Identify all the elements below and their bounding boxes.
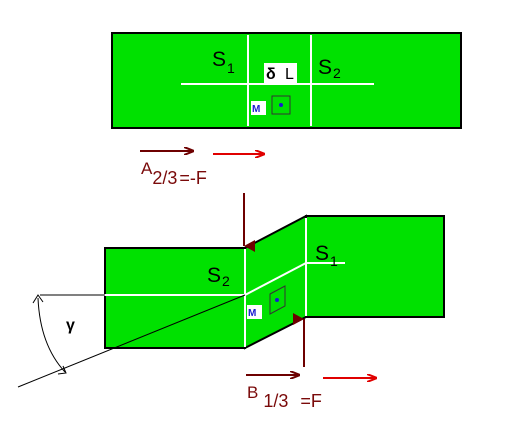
top-s1-label: S1 bbox=[212, 48, 235, 76]
gamma-label: γ bbox=[66, 317, 75, 334]
bottom-s1-label: S1 bbox=[315, 242, 338, 269]
delta-label-box bbox=[264, 63, 283, 83]
gamma-arc-arrowhead-bottom bbox=[57, 365, 67, 375]
l-label: L bbox=[285, 66, 294, 83]
left-block bbox=[104, 247, 246, 349]
top-s2-label: S2 bbox=[318, 56, 341, 81]
bottom-m-point bbox=[275, 298, 279, 302]
top-m-label-box bbox=[251, 101, 266, 115]
reference-line-shear bbox=[17, 294, 246, 388]
right-block bbox=[305, 215, 445, 318]
l-label-box bbox=[283, 63, 297, 83]
sheared-middle-element bbox=[244, 214, 307, 350]
top-m-label: M bbox=[252, 104, 260, 115]
gamma-angle-arc bbox=[37, 297, 66, 373]
top-m-point bbox=[279, 103, 283, 107]
gamma-arc-arrowhead-top bbox=[32, 294, 44, 304]
a-label: A2/3=-F bbox=[141, 159, 207, 188]
bottom-m-label-box bbox=[247, 305, 262, 319]
bottom-diagonal bbox=[244, 262, 307, 296]
bottom-s2-label: S2 bbox=[207, 264, 230, 289]
bottom-m-label: M bbox=[248, 308, 256, 319]
top-figure: S1 S2 δ L M A2/3=-F bbox=[111, 32, 462, 188]
delta-label: δ bbox=[266, 66, 276, 83]
